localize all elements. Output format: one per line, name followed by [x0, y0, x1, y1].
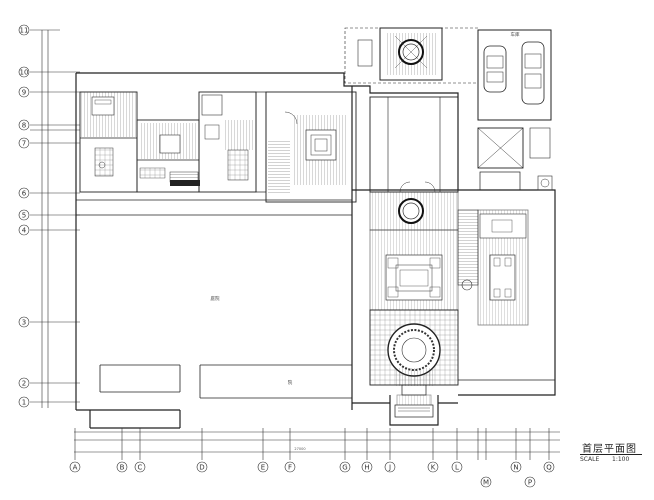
axis-bubble-F: F: [284, 461, 296, 473]
drawing-title: 首层平面图: [582, 444, 637, 455]
svg-text:C: C: [138, 464, 143, 472]
yard-label: 院: [288, 379, 293, 386]
axis-bubble-K: K: [427, 461, 439, 473]
svg-text:P: P: [528, 479, 532, 487]
bottom-axis: [74, 428, 560, 460]
svg-text:H: H: [364, 464, 369, 472]
garage: [477, 29, 552, 121]
axis-bubble-Q: Q: [543, 461, 555, 473]
stair-hall: [255, 91, 357, 203]
svg-text:E: E: [261, 464, 265, 472]
svg-text:J: J: [388, 464, 391, 472]
svg-text:D: D: [199, 464, 204, 472]
living-room: [369, 229, 459, 311]
axis-bubble-10: 10: [18, 66, 30, 78]
drawing-title-block: 首层平面图 SCALE 1:100: [574, 440, 644, 470]
entrance-rotunda: [369, 309, 459, 414]
axis-label-2: 2: [22, 380, 26, 388]
svg-text:F: F: [288, 464, 292, 472]
bottom-axis-bubbles: A B C D E F G H J K L M N P Q: [69, 461, 555, 488]
entry-vestibule: [369, 191, 459, 231]
axis-label-1: 1: [22, 399, 26, 407]
axis-bubble-7: 7: [18, 137, 30, 149]
title-underline: [580, 454, 642, 455]
axis-bubble-11: 11: [18, 24, 30, 36]
left-axis-bubbles: 11 10 9 8 7 6 5 4 3 2 1: [18, 24, 30, 408]
axis-bubble-4: 4: [18, 224, 30, 236]
axis-bubble-D: D: [196, 461, 208, 473]
axis-bubble-E: E: [257, 461, 269, 473]
building-outline: [75, 72, 556, 429]
axis-label-10: 10: [20, 69, 29, 77]
axis-bubble-M: M: [480, 476, 492, 488]
axis-label-9: 9: [22, 89, 26, 97]
bedroom-suite-1: [79, 91, 138, 193]
axis-bubble-8: 8: [18, 119, 30, 131]
central-hall: [369, 96, 459, 193]
axis-bubble-C: C: [134, 461, 146, 473]
axis-bubble-3: 3: [18, 316, 30, 328]
svg-text:L: L: [455, 464, 459, 472]
axis-label-11: 11: [20, 27, 29, 35]
axis-bubble-2: 2: [18, 377, 30, 389]
axis-bubble-6: 6: [18, 187, 30, 199]
svg-text:B: B: [120, 464, 125, 472]
car-1-icon: [483, 45, 507, 93]
axis-label-3: 3: [22, 319, 26, 327]
bedroom-suite-3: [198, 91, 257, 193]
svg-text:N: N: [513, 464, 518, 472]
courtyard-label: 庭院: [211, 295, 220, 302]
scale-label: SCALE: [580, 456, 600, 463]
axis-bubble-A: A: [69, 461, 81, 473]
axis-label-7: 7: [22, 140, 26, 148]
svg-text:Q: Q: [546, 464, 552, 472]
svg-text:M: M: [483, 479, 489, 487]
axis-label-6: 6: [22, 190, 27, 198]
axis-bubble-1: 1: [18, 396, 30, 408]
axis-bubble-H: H: [361, 461, 373, 473]
left-axis: [30, 29, 80, 408]
north-pavilion: [344, 27, 479, 84]
svg-text:G: G: [342, 464, 347, 472]
service-core: [477, 127, 553, 191]
top-furniture-strip: [139, 167, 200, 186]
bedroom-suite-2: [136, 119, 200, 193]
axis-bubble-J: J: [384, 461, 396, 473]
axis-bubble-5: 5: [18, 209, 30, 221]
svg-text:K: K: [431, 464, 436, 472]
axis-label-8: 8: [22, 122, 26, 130]
axis-bubble-L: L: [451, 461, 463, 473]
svg-text:A: A: [73, 464, 78, 472]
entrance-steps: [394, 404, 434, 418]
total-dimension: 27000: [294, 447, 305, 451]
axis-label-4: 4: [22, 227, 27, 235]
garage-label: 车库: [511, 31, 520, 38]
axis-bubble-N: N: [510, 461, 522, 473]
scale-value: 1:100: [612, 456, 630, 463]
axis-bubble-9: 9: [18, 86, 30, 98]
axis-label-5: 5: [22, 212, 26, 220]
axis-bubble-P: P: [524, 476, 536, 488]
axis-bubble-G: G: [339, 461, 351, 473]
axis-bubble-B: B: [116, 461, 128, 473]
stair-east: [457, 209, 479, 291]
dining-room: [477, 209, 529, 326]
car-2-icon: [521, 41, 545, 105]
